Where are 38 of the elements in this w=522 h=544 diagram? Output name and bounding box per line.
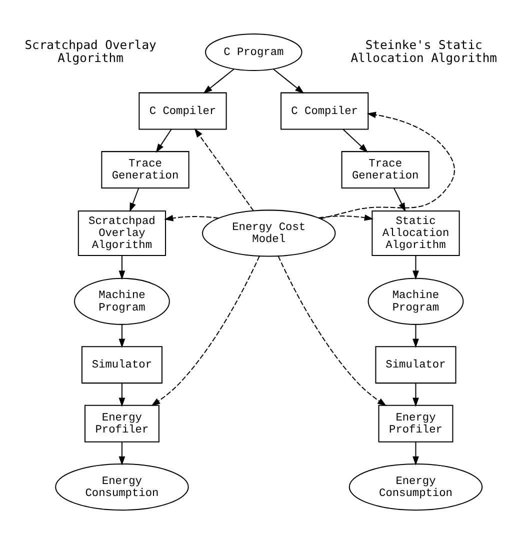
arrow [273,68,304,94]
arrow [164,214,218,222]
node-ellipse: C Program [205,34,302,72]
arrow [412,256,419,280]
node-box: Trace Generation [341,151,430,189]
node-box: C Compiler [138,92,227,130]
arrow [278,256,387,406]
node-box: Simulator [81,346,162,384]
arrow [130,188,140,212]
label: Steinke's Static Allocation Algorithm [350,38,497,66]
arrow [318,214,374,221]
arrow [118,324,126,348]
arrow [194,128,254,211]
node-ellipse: Energy Consumption [348,463,483,511]
arrow [320,112,455,220]
arrow [342,129,368,153]
arrow [118,383,126,407]
node-box: C Compiler [280,92,369,130]
arrow [156,129,172,153]
node-box: Trace Generation [101,151,190,189]
node-box: Scratchpad Overlay Algorithm [78,210,166,256]
arrow [412,442,419,466]
node-ellipse: Energy Consumption [55,463,189,511]
node-box: Static Allocation Algorithm [372,210,460,256]
arrow [203,68,234,94]
node-ellipse: Machine Program [368,278,464,325]
node-box: Energy Profiler [84,404,160,442]
node-box: Energy Profiler [378,404,454,442]
arrow [412,383,419,407]
arrow [118,442,126,466]
arrow [151,256,260,406]
arrow [394,188,406,212]
arrow [412,324,419,348]
node-ellipse: Energy Cost Model [202,210,336,257]
node-ellipse: Machine Program [74,278,170,325]
node-box: Simulator [375,346,456,384]
label: Scratchpad Overlay Algorithm [24,38,156,66]
arrow [118,256,126,280]
